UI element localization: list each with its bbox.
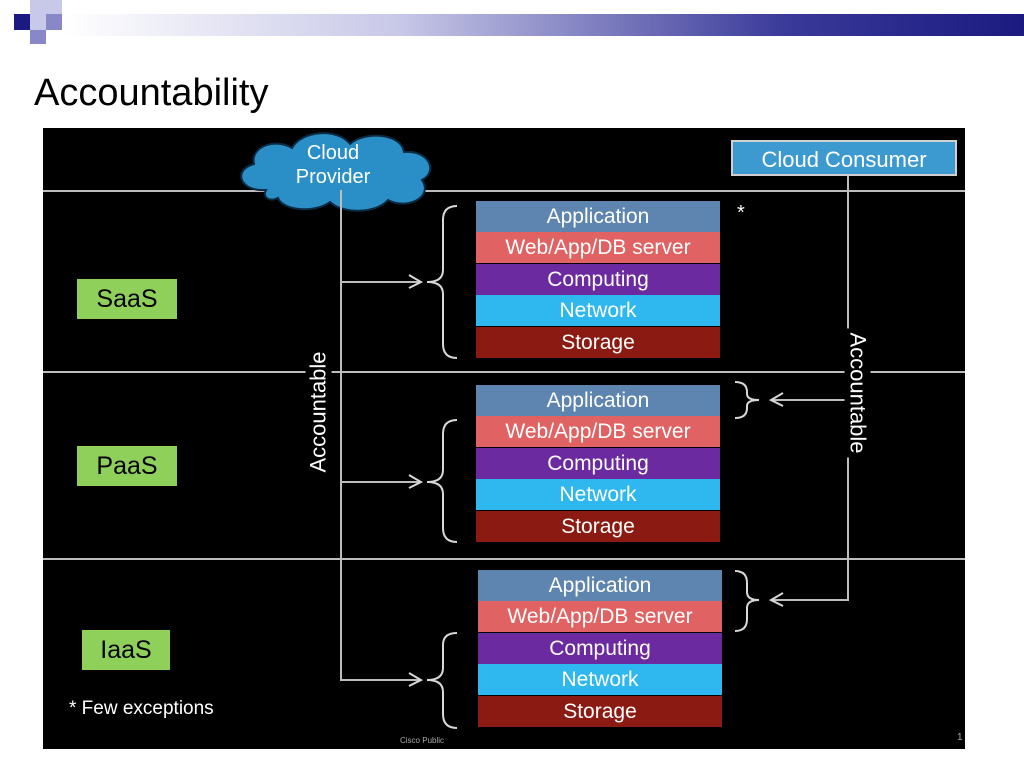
saas-network-layer: Network	[476, 295, 720, 326]
divider-line	[43, 371, 965, 373]
provider-connector	[340, 190, 342, 680]
header-square	[30, 0, 46, 30]
provider-connector	[340, 679, 420, 681]
paas-storage-layer: Storage	[476, 511, 720, 542]
paas-tag: PaaS	[77, 446, 177, 486]
diagram-panel: Cloud Provider Cloud Consumer Accountabl…	[43, 128, 965, 749]
exception-star: *	[737, 202, 745, 224]
saas-application-layer: Application	[476, 201, 720, 232]
header-square	[30, 30, 46, 44]
iaas-network-layer: Network	[478, 664, 722, 695]
slide-title: Accountability	[34, 72, 269, 114]
cloud-consumer-box: Cloud Consumer	[731, 140, 957, 176]
consumer-connector	[771, 399, 849, 401]
cloud-shape	[240, 132, 432, 212]
paas-network-layer: Network	[476, 479, 720, 510]
iaas-storage-layer: Storage	[478, 696, 722, 727]
header-square	[46, 14, 62, 30]
iaas-server-layer: Web/App/DB server	[478, 601, 722, 632]
iaas-application-layer: Application	[478, 570, 722, 601]
saas-computing-layer: Computing	[476, 264, 720, 295]
provider-connector	[340, 281, 420, 283]
saas-storage-layer: Storage	[476, 327, 720, 358]
accountable-left-label: Accountable	[305, 347, 332, 477]
iaas-tag: IaaS	[82, 630, 170, 670]
provider-connector	[340, 481, 420, 483]
cloud-provider-label: Cloud Provider	[295, 142, 371, 188]
paas-computing-layer: Computing	[476, 448, 720, 479]
arrows-and-brackets	[408, 205, 784, 729]
divider-line	[43, 190, 965, 192]
accountable-right-label: Accountable	[844, 328, 871, 458]
header-gradient-bar	[62, 14, 1024, 36]
paas-server-layer: Web/App/DB server	[476, 416, 720, 447]
paas-application-layer: Application	[476, 385, 720, 416]
divider-line	[43, 558, 965, 560]
consumer-connector	[771, 599, 849, 601]
header-decoration	[0, 0, 1024, 44]
saas-tag: SaaS	[77, 279, 177, 319]
saas-server-layer: Web/App/DB server	[476, 232, 720, 263]
page-number: 1	[957, 732, 963, 743]
header-square	[46, 0, 62, 14]
iaas-computing-layer: Computing	[478, 633, 722, 664]
footnote: * Few exceptions	[69, 698, 214, 719]
footer-text: Cisco Public	[400, 736, 445, 745]
header-square	[14, 14, 30, 30]
